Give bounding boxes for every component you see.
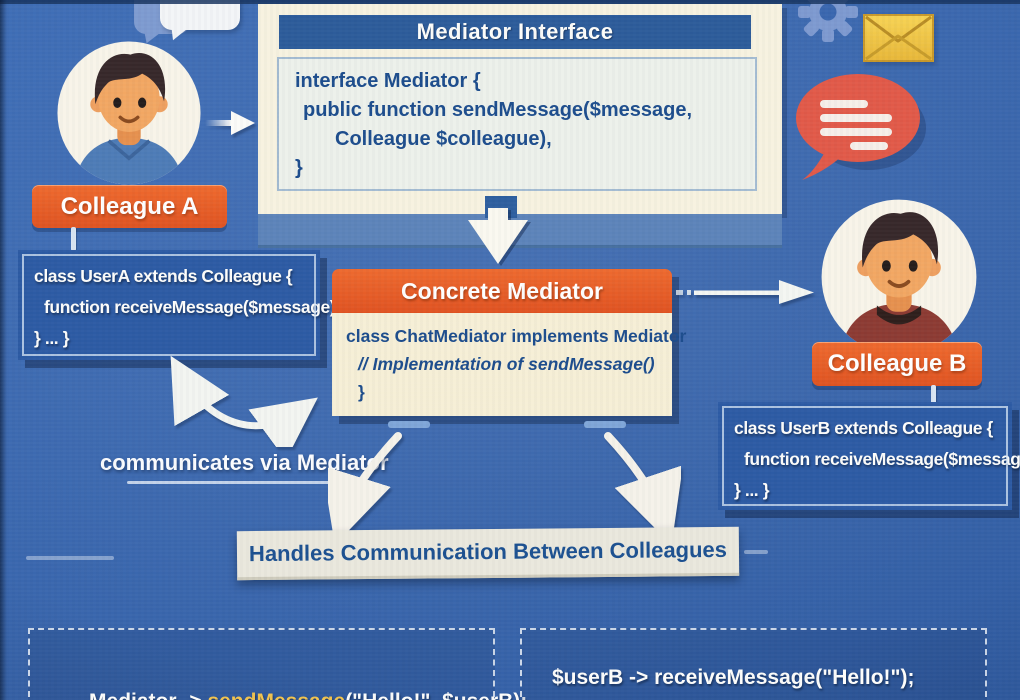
code-segment: ("Hello!", $userB); <box>345 690 527 700</box>
concrete-mediator-title: Concrete Mediator <box>332 269 672 313</box>
code-line: class UserA extends Colleague { <box>34 266 293 286</box>
code-line: } ... } <box>734 480 770 500</box>
code-line: class ChatMediator implements Mediator <box>346 326 687 346</box>
envelope-icon <box>863 14 934 62</box>
code-line: } <box>358 382 365 402</box>
user-b-code-box: class UserB extends Colleague { function… <box>718 402 1020 510</box>
banner: Handles Communication Between Colleagues <box>236 526 740 581</box>
code-segment: Mediator -> <box>89 690 207 700</box>
mediator-interface-title: Mediator Interface <box>279 15 751 49</box>
example-send-message-box: Mediator -> sendMessage("Hello!", $userB… <box>28 628 527 700</box>
arrow-mediator-to-b-icon <box>676 280 814 304</box>
code-line: } <box>295 157 303 179</box>
colleague-a-avatar <box>57 41 201 185</box>
shine-mark <box>26 556 114 560</box>
code-line: function receiveMessage($message) <box>744 449 1020 469</box>
chat-dots-icon <box>160 0 240 30</box>
left-edge <box>0 0 7 700</box>
mediator-interface-window: Mediator Interface interface Mediator { … <box>258 4 782 248</box>
code-line: Colleague $colleague), <box>335 128 552 150</box>
code-line: function receiveMessage($message) <box>44 297 336 317</box>
mediator-interface-code-panel: interface Mediator { public function sen… <box>277 57 757 191</box>
arrow-a-to-mediator-icon <box>205 111 255 135</box>
user-a-code-box: class UserA extends Colleague { function… <box>18 250 336 360</box>
code-line: interface Mediator { <box>295 70 481 92</box>
double-arrow-a-mediator-icon <box>170 355 318 447</box>
concrete-mediator-code: class ChatMediator implements Mediator /… <box>332 313 687 416</box>
arrow-mediator-to-banner-left-icon <box>328 432 402 532</box>
concrete-mediator-box: Concrete Mediator class ChatMediator imp… <box>332 269 687 416</box>
mediator-bottom-dash <box>584 421 626 428</box>
top-edge <box>0 0 1020 4</box>
code-line: // Implementation of sendMessage() <box>358 354 655 374</box>
connector-a <box>71 227 76 251</box>
example-send-message-code: Mediator -> sendMessage("Hello!", $userB… <box>54 666 527 700</box>
code-segment-highlight: sendMessage <box>207 690 345 700</box>
arrow-window-down-icon <box>468 208 528 264</box>
shine-mark <box>744 550 768 554</box>
mediator-bottom-dash <box>388 421 430 428</box>
gear-icon <box>798 0 858 42</box>
arrow-mediator-to-banner-right-icon <box>604 432 681 532</box>
example-receive-message-box: $userB -> receiveMessage("Hello!"); <box>520 628 987 700</box>
connector-b <box>931 385 936 404</box>
speech-bubble-icon <box>796 74 926 180</box>
relationship-underline <box>127 481 341 484</box>
colleague-b-label: Colleague B <box>812 342 982 386</box>
colleague-a-label: Colleague A <box>32 185 227 228</box>
colleague-b-avatar <box>821 199 977 355</box>
code-line: public function sendMessage($message, <box>303 99 692 121</box>
relationship-label: communicates via Mediator <box>100 450 389 475</box>
code-line: class UserB extends Colleague { <box>734 418 993 438</box>
example-receive-message-code: $userB -> receiveMessage("Hello!"); <box>552 666 915 689</box>
code-line: } ... } <box>34 328 70 348</box>
